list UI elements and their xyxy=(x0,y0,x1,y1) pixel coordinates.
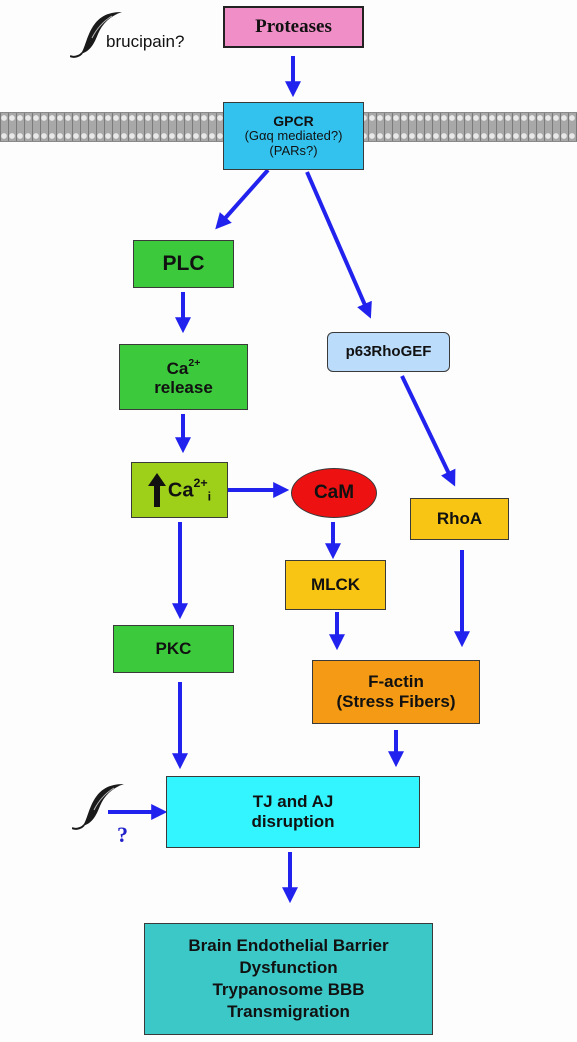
node-outcome-line2: Dysfunction xyxy=(239,957,338,977)
trypanosome-icon xyxy=(70,12,122,58)
node-rhoa-label: RhoA xyxy=(436,509,483,529)
node-factin-line1: F-actin xyxy=(368,672,424,692)
node-outcome: Brain Endothelial Barrier Dysfunction Tr… xyxy=(144,923,433,1035)
up-arrow-icon xyxy=(147,473,166,507)
node-gpcr: GPCR (Gαq mediated?) (PARs?) xyxy=(223,102,364,170)
node-proteases: Proteases xyxy=(223,6,364,48)
node-ca-release: Ca2+ release xyxy=(119,344,248,410)
node-outcome-line4: Transmigration xyxy=(227,1002,350,1022)
node-plc-label: PLC xyxy=(162,251,205,275)
unknown-mechanism-label: ? xyxy=(117,822,128,847)
node-outcome-line3: Trypanosome BBB xyxy=(212,980,365,999)
node-p63rhogef: p63RhoGEF xyxy=(327,332,450,372)
brucipain-label: brucipain? xyxy=(106,32,185,51)
node-plc: PLC xyxy=(133,240,234,288)
trypanosome-icon xyxy=(72,784,124,830)
node-ca-release-line2: release xyxy=(154,377,213,397)
node-mlck-label: MLCK xyxy=(310,575,361,595)
node-outcome-line1: Brain Endothelial Barrier xyxy=(188,935,389,955)
arrow-p63rhogef-to-rhoa xyxy=(400,375,456,487)
node-tj-aj-line1: TJ and AJ xyxy=(252,792,334,812)
arrow-gpcr-to-p63rhogef xyxy=(305,171,372,319)
node-pkc-label: PKC xyxy=(155,639,192,659)
node-tj-aj-line2: disruption xyxy=(251,812,335,831)
node-p63rhogef-label: p63RhoGEF xyxy=(345,343,432,361)
node-gpcr-line2: (Gαq mediated?) xyxy=(244,128,343,144)
node-pkc: PKC xyxy=(113,625,234,673)
node-mlck: MLCK xyxy=(285,560,386,610)
node-ca-release-line1: Ca2+ xyxy=(166,356,201,378)
node-ca-i-label: Ca2+i xyxy=(167,476,212,504)
node-gpcr-line3: (PARs?) xyxy=(269,143,318,159)
node-gpcr-title: GPCR xyxy=(273,113,314,130)
node-ca-i: Ca2+i xyxy=(131,462,228,518)
node-tj-aj: TJ and AJ disruption xyxy=(166,776,420,848)
node-cam: CaM xyxy=(291,468,377,518)
arrow-gpcr-to-plc xyxy=(215,168,270,230)
node-cam-label: CaM xyxy=(313,482,355,504)
node-proteases-label: Proteases xyxy=(255,16,332,38)
node-factin: F-actin (Stress Fibers) xyxy=(312,660,480,724)
node-rhoa: RhoA xyxy=(410,498,509,540)
node-factin-line2: (Stress Fibers) xyxy=(336,692,456,711)
